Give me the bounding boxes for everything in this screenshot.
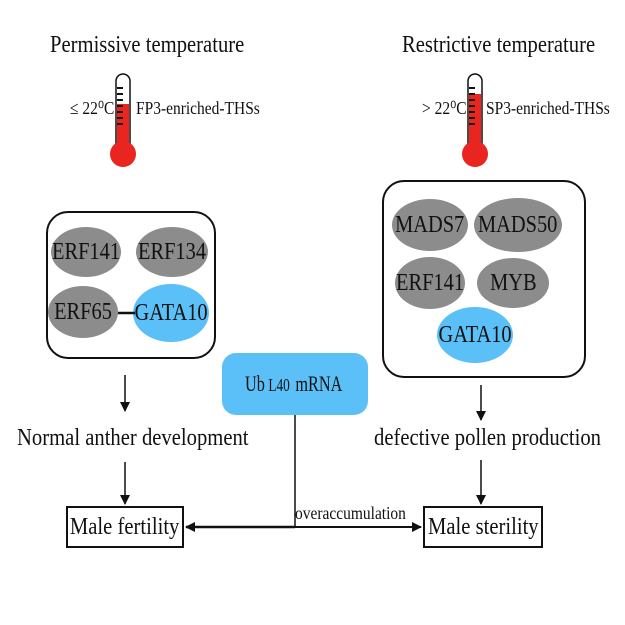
node-label: MYB xyxy=(489,269,537,296)
node-label: ERF141 xyxy=(52,238,121,265)
male-sterility-label: Male sterility xyxy=(427,513,539,540)
node-label: GATA10 xyxy=(134,299,208,326)
node-erf65: ERF65 xyxy=(48,286,118,338)
male-fertility-label: Male fertility xyxy=(70,513,180,540)
node-erf141-left: ERF141 xyxy=(51,227,121,277)
node-label: ERF134 xyxy=(138,238,207,265)
male-fertility-box: Male fertility xyxy=(66,506,184,548)
node-gata10-right: GATA10 xyxy=(437,307,513,363)
thermometer-icon-left xyxy=(110,73,136,167)
node-label: GATA10 xyxy=(438,321,512,348)
overaccumulation-label: overaccumulation xyxy=(295,503,406,523)
normal-anther-development-label: Normal anther development xyxy=(17,425,249,451)
node-label: MADS7 xyxy=(395,211,465,238)
right-threshold-label: > 22⁰C xyxy=(422,98,467,118)
thermometer-icon-right xyxy=(462,73,488,167)
node-erf141-right: ERF141 xyxy=(395,257,465,309)
node-label: ERF65 xyxy=(54,298,112,325)
restrictive-temperature-title: Restrictive temperature xyxy=(402,32,596,58)
permissive-temperature-title: Permissive temperature xyxy=(50,32,245,58)
right-thss-label: SP3-enriched-THSs xyxy=(486,98,610,118)
node-mads7: MADS7 xyxy=(392,199,468,251)
male-sterility-box: Male sterility xyxy=(423,506,543,548)
node-mads50: MADS50 xyxy=(474,198,562,252)
node-gata10-left: GATA10 xyxy=(133,284,209,342)
node-myb: MYB xyxy=(477,258,549,308)
node-erf134: ERF134 xyxy=(136,227,208,277)
mrna-suffix: mRNA xyxy=(295,371,343,396)
node-label: MADS50 xyxy=(478,211,558,238)
mrna-prefix: Ub xyxy=(245,371,266,396)
node-label: ERF141 xyxy=(396,269,465,296)
left-thss-label: FP3-enriched-THSs xyxy=(136,98,260,118)
mrna-subscript: L40 xyxy=(268,375,290,395)
left-threshold-label: ≤ 22⁰C xyxy=(70,98,115,118)
defective-pollen-production-label: defective pollen production xyxy=(374,425,601,451)
